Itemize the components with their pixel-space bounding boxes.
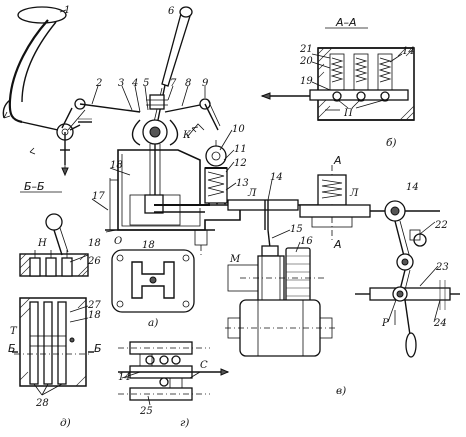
letter-k: К — [182, 130, 191, 141]
section-aa-title: А–А — [335, 16, 357, 29]
gear-lever — [131, 6, 193, 210]
letter-o: О — [114, 236, 122, 247]
label-18-d: 18 — [88, 310, 101, 321]
label-3: 3 — [118, 78, 124, 89]
label-6: 6 — [168, 6, 175, 17]
label-10: 10 — [232, 124, 245, 135]
label-15: 15 — [290, 224, 303, 235]
label-16: 16 — [300, 236, 313, 247]
label-11: 11 — [234, 144, 247, 155]
lever-linkage-right — [164, 98, 221, 137]
spring-cylinder — [204, 140, 228, 204]
label-2: 2 — [95, 78, 102, 89]
caption-a: а) — [148, 317, 158, 329]
caption-g: г) — [180, 417, 189, 429]
section-aa-view — [260, 27, 415, 121]
label-13: 13 — [236, 178, 249, 189]
label-28: 28 — [35, 398, 49, 409]
label-4: 4 — [131, 78, 138, 89]
letter-m: М — [229, 254, 241, 265]
section-bb-title: Б–Б — [24, 180, 45, 193]
section-marks: А–А А А Б–Б Б Б — [8, 16, 357, 355]
label-18-bb: 18 — [88, 238, 101, 249]
section-a-lower: А — [333, 238, 342, 251]
section-b-right: Б — [94, 342, 102, 355]
label-8: 8 — [185, 78, 191, 89]
label-17: 17 — [92, 191, 105, 202]
label-24: 24 — [433, 318, 447, 329]
letter-n: Н — [37, 238, 47, 249]
gate-plate — [111, 249, 195, 313]
label-23: 23 — [435, 262, 449, 273]
label-14-aa: 14 — [402, 46, 415, 57]
label-7: 7 — [170, 78, 177, 89]
letter-s: С — [200, 360, 208, 371]
letter-l-v: Л — [349, 188, 359, 199]
caption-d: д) — [60, 417, 71, 429]
label-1: 1 — [64, 5, 70, 16]
link-rod — [61, 98, 141, 131]
label-12: 12 — [234, 158, 247, 169]
label-20: 20 — [299, 56, 313, 67]
label-19: 19 — [300, 76, 313, 87]
section-b-left: Б — [8, 342, 16, 355]
letter-r: Р — [381, 318, 389, 329]
section-a-upper: А — [333, 154, 342, 167]
letter-labels: К Л Л О М П Н Т С Р — [10, 108, 389, 371]
clutch-pedal — [2, 6, 92, 177]
part-numbers: 1 2 3 4 5 6 7 8 9 10 11 12 13 14 14 14 1… — [35, 5, 449, 417]
letter-p: П — [343, 108, 353, 119]
captions: а) б) в) г) д) — [60, 137, 397, 429]
label-18-main: 18 — [110, 160, 123, 171]
label-14-main: 14 — [270, 172, 283, 183]
label-18-plate: 18 — [142, 240, 155, 251]
leader-lines — [33, 9, 441, 406]
label-21: 21 — [299, 44, 313, 55]
section-bb-view — [19, 191, 89, 277]
caption-b: б) — [386, 137, 397, 149]
letter-l-main: Л — [247, 188, 257, 199]
view-g-shafts — [118, 341, 230, 401]
caption-v: в) — [336, 385, 346, 397]
view-v-linkage — [299, 165, 460, 358]
view-d-rails — [12, 297, 94, 387]
label-5: 5 — [143, 78, 149, 89]
letter-t: Т — [10, 326, 18, 337]
gear-assembly — [225, 229, 335, 357]
label-14-v: 14 — [406, 182, 419, 193]
label-22: 22 — [434, 220, 448, 231]
label-9: 9 — [202, 78, 209, 89]
label-25: 25 — [139, 406, 153, 417]
main-housing — [105, 149, 241, 255]
label-27: 27 — [87, 300, 101, 311]
label-26: 26 — [87, 256, 101, 267]
label-14-g: 14 — [118, 372, 131, 383]
